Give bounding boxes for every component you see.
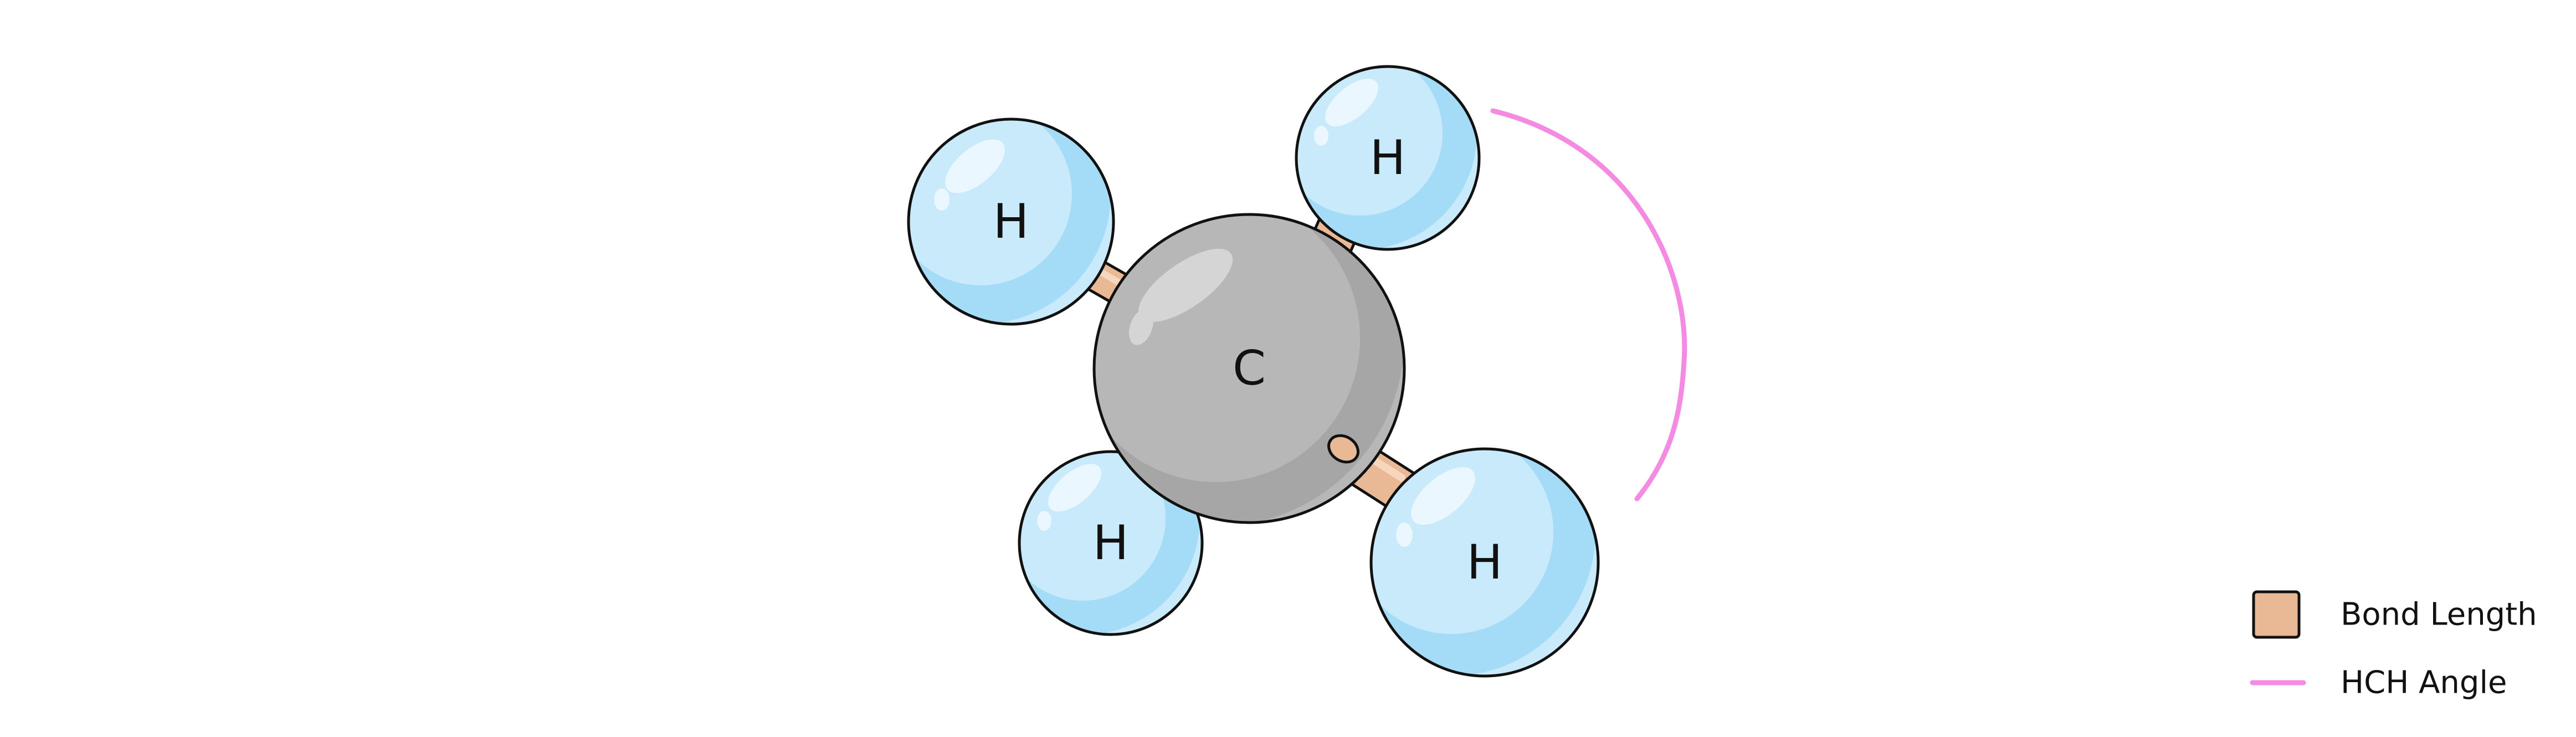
hch-angle-label: HCH Angle (2341, 665, 2507, 701)
hydrogen-label-lower-left: H (1093, 515, 1129, 571)
bond-length-label: Bond Length (2341, 597, 2537, 633)
legend-item-bond-length: Bond Length (2252, 590, 2537, 639)
hydrogen-label-top-right: H (1370, 130, 1406, 186)
hydrogen-label-upper-left: H (993, 194, 1029, 249)
hydrogen-atom-lower-left: H (1018, 450, 1204, 636)
hydrogen-atom-top-right: H (1295, 65, 1481, 251)
bond-length-swatch (2252, 590, 2301, 639)
legend: Bond Length HCH Angle (2250, 590, 2537, 701)
hydrogen-label-lower-right: H (1467, 535, 1503, 590)
hch-angle-arc (1490, 108, 1687, 501)
hydrogen-atom-upper-left: H (907, 117, 1115, 326)
carbon-label: C (1233, 341, 1266, 396)
carbon-atom: C (1092, 213, 1406, 524)
bond-lower-right-cap (1327, 434, 1359, 464)
hydrogen-atom-lower-right: H (1369, 447, 1600, 678)
legend-item-hch-angle: HCH Angle (2250, 665, 2507, 701)
